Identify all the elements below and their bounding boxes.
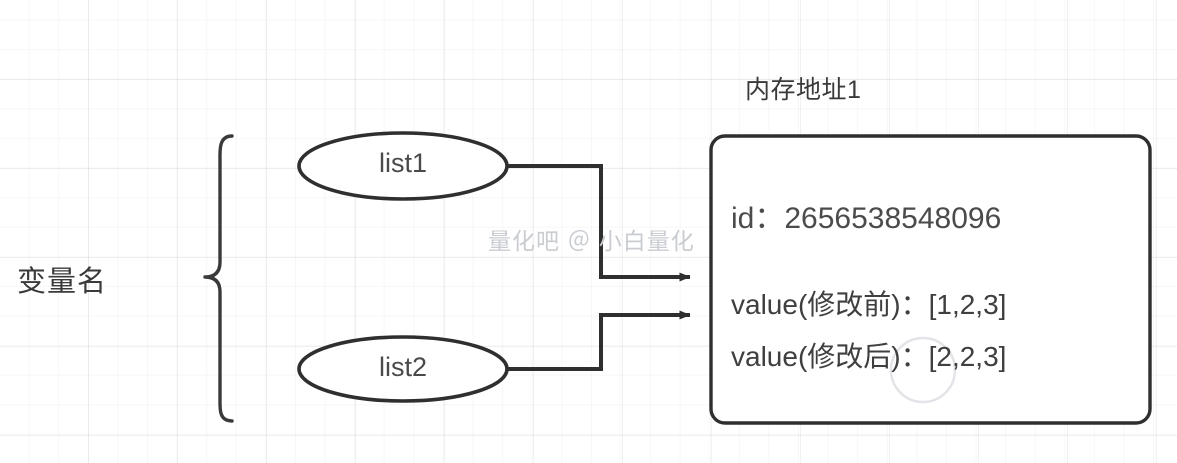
- list1-ellipse[interactable]: [297, 131, 509, 201]
- watermark-ring-icon: [889, 336, 957, 404]
- list2-ellipse-label: list2: [378, 352, 427, 382]
- connector-list2-to-memory: [508, 310, 691, 371]
- memory-address-box[interactable]: [709, 134, 1152, 425]
- list1-ellipse-label: list1: [378, 148, 427, 178]
- variable-name-label: 变量名: [17, 266, 108, 298]
- connector-list1-to-memory: [508, 164, 691, 282]
- memory-value-after-line: value(修改后)：[2,2,3]: [731, 341, 1007, 372]
- watermark-text: 量化吧 ＠ 小白量化: [488, 228, 695, 254]
- variable-group-brace: [203, 134, 234, 423]
- memory-value-before-line: value(修改前)：[1,2,3]: [731, 289, 1007, 320]
- list2-ellipse[interactable]: [297, 335, 509, 403]
- memory-address-title: 内存地址1: [745, 76, 862, 104]
- memory-id-line: id：2656538548096: [731, 202, 1002, 235]
